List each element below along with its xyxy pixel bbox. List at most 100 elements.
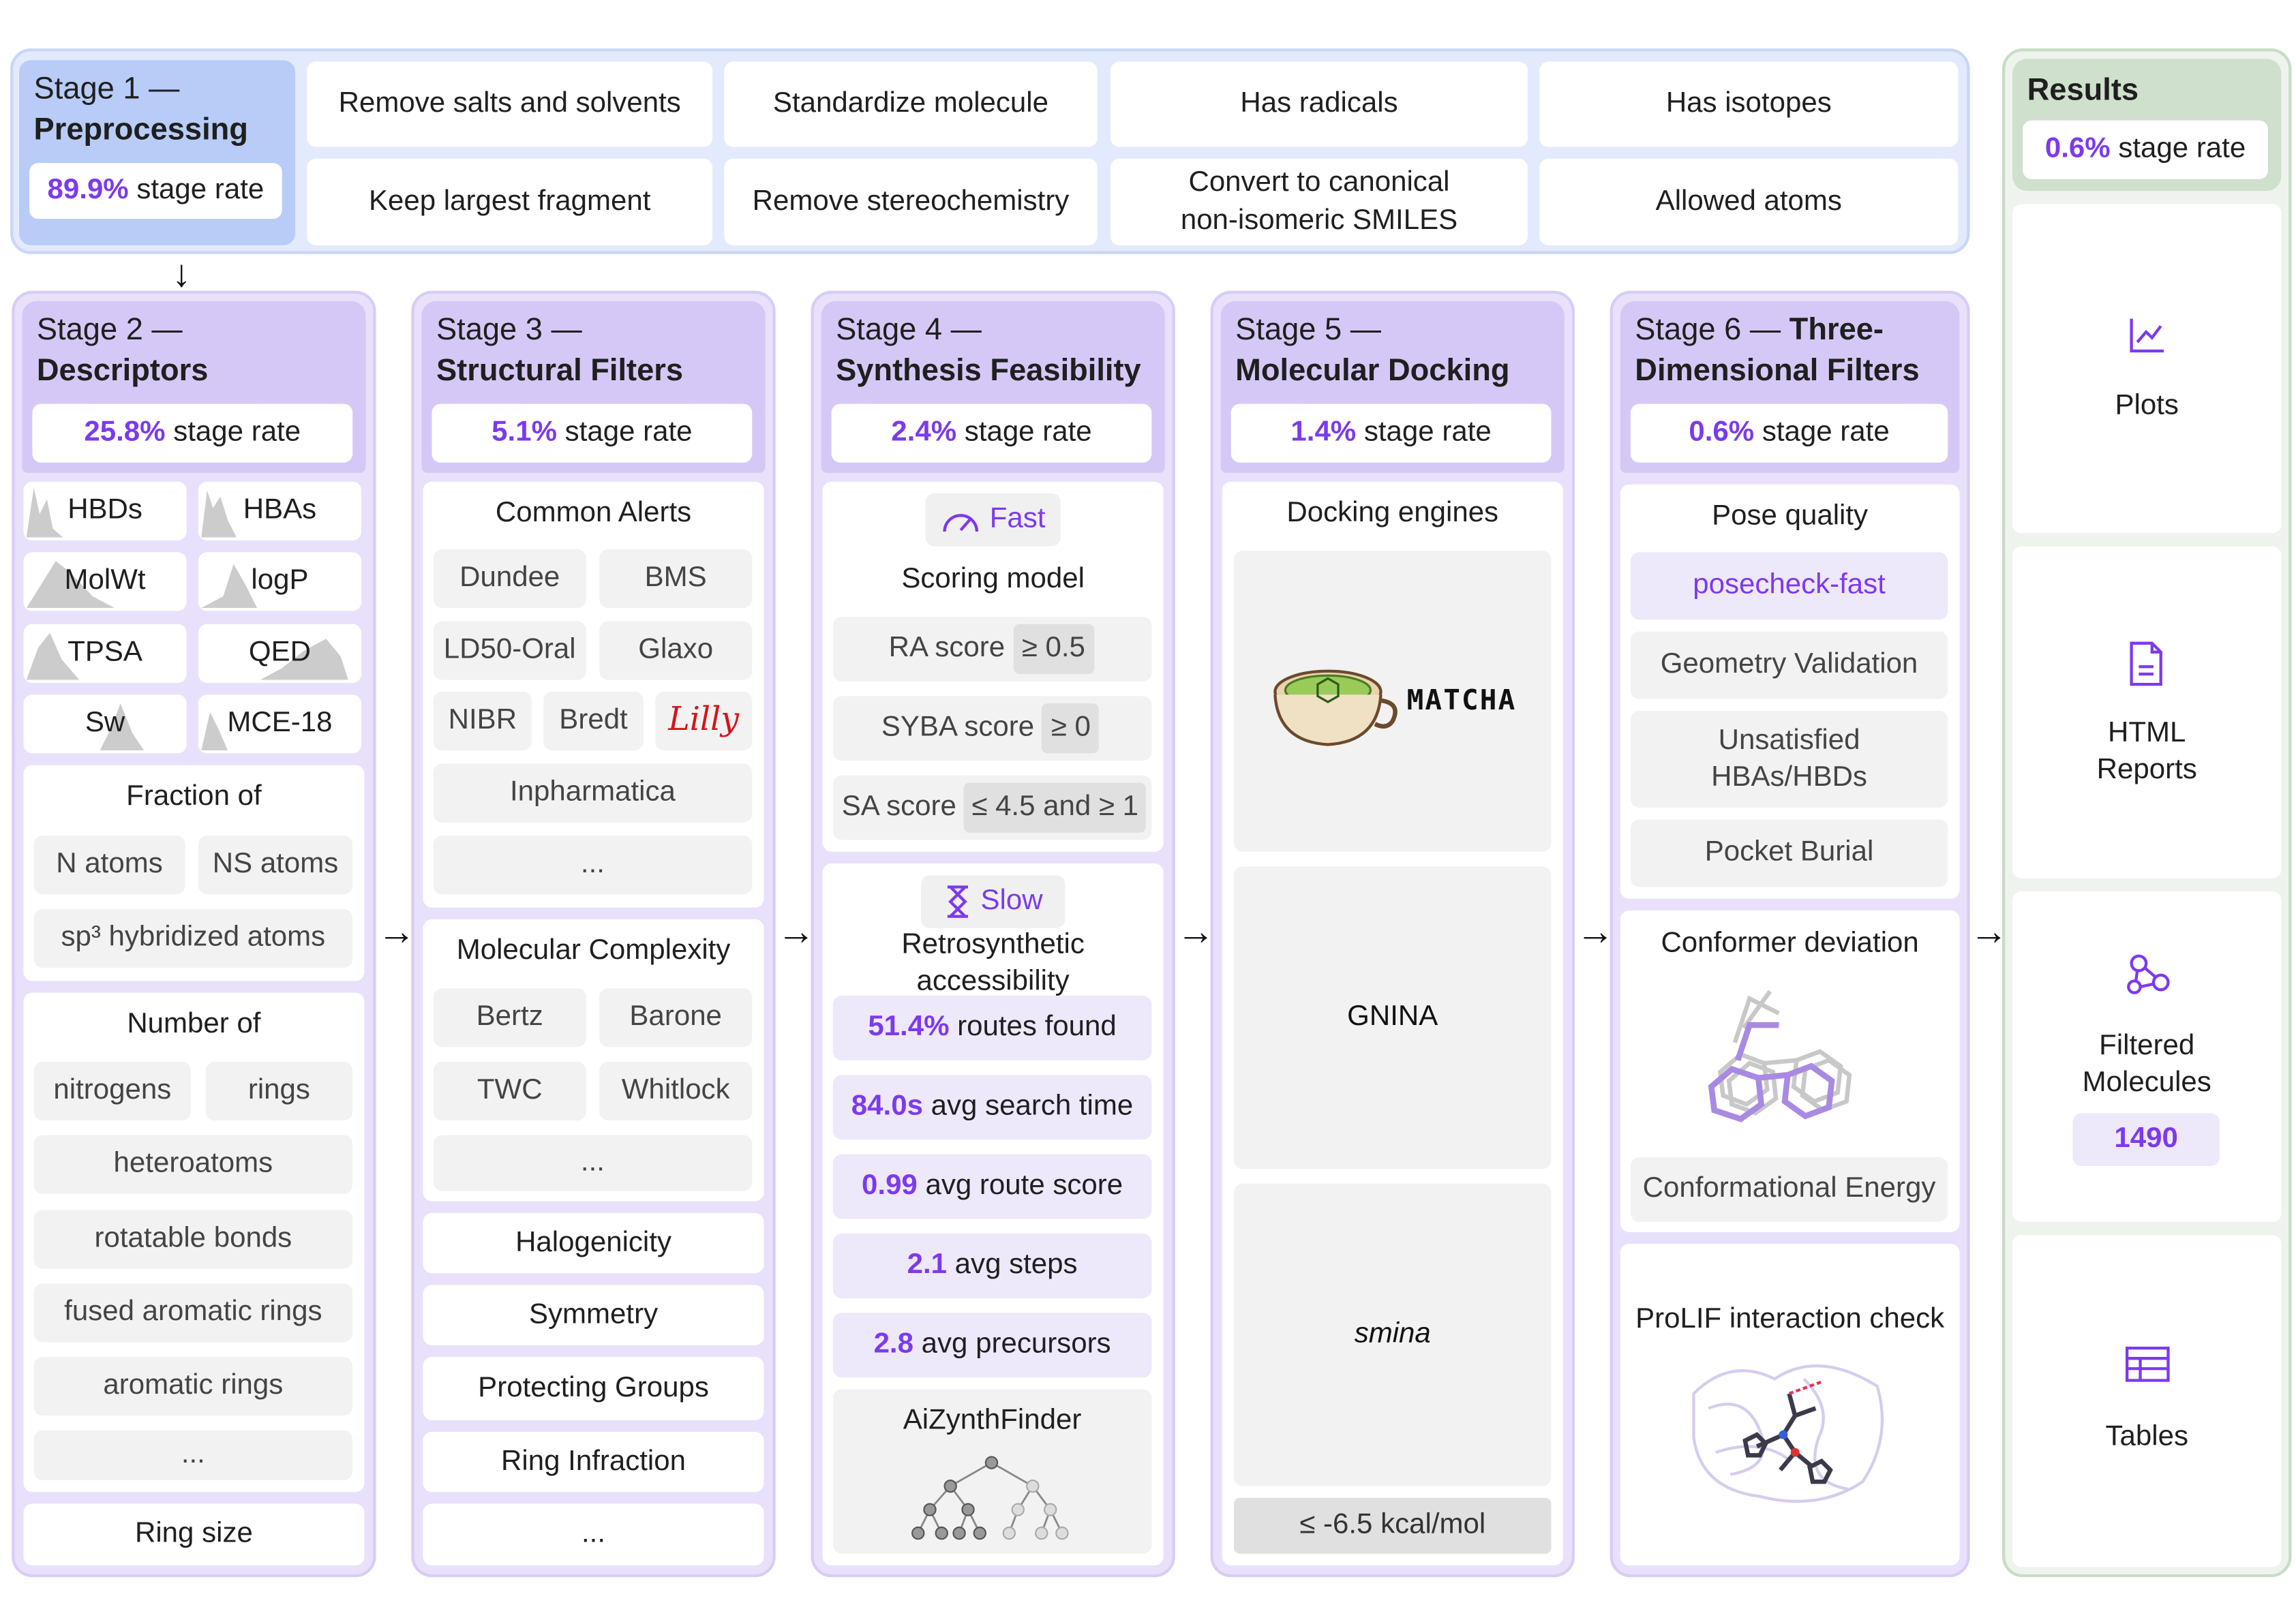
chart-icon	[2130, 318, 2164, 353]
pose-unsatisfied-hba-hbd: Unsatisfied HBAs/HBDs	[1630, 710, 1948, 808]
results-title: Results	[2027, 73, 2139, 108]
retro-group: Slow Retrosynthetic accessibility 51.4% …	[822, 863, 1164, 1566]
metric-routes-found: 51.4% routes found	[832, 995, 1152, 1060]
complexity-whitlock: Whitlock	[599, 1061, 753, 1121]
score-ra: RA score ≥ 0.5	[832, 617, 1152, 682]
alert-bms: BMS	[599, 549, 753, 609]
metric-search-time: 84.0s avg search time	[832, 1075, 1152, 1140]
alerts-title: Common Alerts	[495, 497, 692, 530]
speedometer-icon	[943, 514, 979, 532]
descriptor-sw: Sw	[23, 694, 187, 754]
pose-quality-group: Pose quality posecheck-fast Geometry Val…	[1620, 485, 1960, 899]
aizynthfinder-box: AiZynthFinder	[832, 1389, 1152, 1554]
stage4-title: Stage 4 —Synthesis Feasibility	[836, 312, 1141, 388]
stage3-header: Stage 3 —Structural Filters 5.1% stage r…	[421, 301, 766, 473]
score-sa: SA score ≤ 4.5 and ≥ 1	[832, 775, 1152, 840]
alert-bredt: Bredt	[543, 691, 644, 751]
results-rate: 0.6% stage rate	[2023, 120, 2269, 179]
complexity-bertz: Bertz	[433, 988, 586, 1047]
step-canonical-smiles: Convert to canonical non-isomeric SMILES	[1111, 158, 1528, 245]
results-card-plots[interactable]: Plots	[2012, 204, 2282, 534]
arrow-down-icon: ↓	[172, 251, 192, 296]
score-syba: SYBA score ≥ 0	[832, 696, 1152, 761]
arrow-right-icon: →	[377, 908, 416, 953]
aizynthfinder-label: AiZynthFinder	[903, 1404, 1082, 1437]
stage2-header: Stage 2 —Descriptors 25.8% stage rate	[22, 301, 366, 473]
descriptor-molwt: MolWt	[23, 552, 187, 611]
ring-size: Ring size	[23, 1503, 365, 1566]
step-remove-salts: Remove salts and solvents	[307, 61, 713, 147]
complexity-group: Molecular Complexity Bertz Barone TWC Wh…	[423, 919, 764, 1202]
results-card-filtered-molecules[interactable]: Filtered Molecules 1490	[2012, 891, 2282, 1222]
filter-halogenicity: Halogenicity	[423, 1212, 764, 1274]
pose-title: Pose quality	[1712, 500, 1869, 532]
number-aromatic-rings: aromatic rings	[33, 1357, 353, 1416]
prolif-title: ProLIF interaction check	[1635, 1303, 1945, 1336]
fraction-group: Fraction of N atoms NS atoms sp³ hybridi…	[23, 765, 365, 981]
histogram-icon	[100, 703, 145, 751]
conformer-overlay-icon	[1708, 990, 1852, 1122]
engine-gnina: GNINA	[1234, 866, 1552, 1169]
stage1-rate: 89.9% stage rate	[29, 163, 282, 219]
histogram-icon	[260, 639, 348, 680]
descriptor-tpsa: TPSA	[23, 624, 187, 683]
hourglass-icon	[948, 885, 969, 918]
fraction-n-atoms: N atoms	[33, 836, 185, 895]
histogram-icon	[26, 561, 115, 609]
metric-avg-precursors: 2.8 avg precursors	[832, 1313, 1152, 1378]
alert-ld50: LD50-Oral	[433, 621, 586, 680]
stage6-header: Stage 6 — Three-Dimensional Filters 0.6%…	[1620, 301, 1960, 473]
stage6-title: Stage 6 — Three-Dimensional Filters	[1635, 312, 1920, 388]
fraction-ns-atoms: NS atoms	[198, 836, 353, 895]
complexity-twc: TWC	[433, 1061, 586, 1121]
engine-smina: smina	[1234, 1183, 1552, 1486]
number-more: ...	[33, 1430, 353, 1481]
docking-threshold: ≤ -6.5 kcal/mol	[1234, 1497, 1552, 1554]
stage5-header: Stage 5 —Molecular Docking 1.4% stage ra…	[1220, 301, 1565, 473]
step-standardize: Standardize molecule	[724, 61, 1098, 147]
conformational-energy: Conformational Energy	[1630, 1157, 1948, 1222]
results-card-tables[interactable]: Tables	[2012, 1235, 2282, 1567]
number-fused-aromatic: fused aromatic rings	[33, 1283, 353, 1343]
filtered-molecules-label: Filtered Molecules	[2082, 1028, 2211, 1099]
pose-geometry-validation: Geometry Validation	[1630, 631, 1948, 699]
fraction-title: Fraction of	[126, 780, 262, 813]
molecule-icon	[2127, 954, 2170, 994]
protein-ligand-icon	[1692, 1364, 1884, 1503]
stage5-title: Stage 5 —Molecular Docking	[1235, 312, 1510, 388]
step-has-radicals: Has radicals	[1111, 61, 1528, 147]
results-card-html-reports[interactable]: HTML Reports	[2012, 546, 2282, 878]
stage6-rate: 0.6% stage rate	[1630, 403, 1948, 463]
descriptor-mce18: MCE-18	[198, 694, 362, 754]
histogram-icon	[201, 564, 258, 609]
fraction-sp3-atoms: sp³ hybridized atoms	[33, 908, 353, 968]
alert-more: ...	[433, 836, 753, 895]
histogram-icon	[26, 632, 80, 680]
descriptor-hbds: HBDs	[23, 481, 187, 540]
number-group: Number of nitrogens rings heteroatoms ro…	[23, 992, 365, 1493]
matcha-cup-icon	[1273, 669, 1398, 746]
filter-symmetry: Symmetry	[423, 1285, 764, 1345]
histogram-icon	[201, 490, 237, 538]
prolif-group: ProLIF interaction check	[1620, 1244, 1960, 1566]
alert-inpharmatica: Inpharmatica	[433, 763, 753, 823]
results-header: Results 0.6% stage rate	[2012, 59, 2282, 192]
complexity-barone: Barone	[599, 988, 753, 1047]
filter-protecting-groups: Protecting Groups	[423, 1357, 764, 1420]
number-heteroatoms: heteroatoms	[33, 1135, 353, 1194]
stage5-rate: 1.4% stage rate	[1230, 403, 1552, 463]
fast-badge: Fast	[925, 493, 1061, 547]
histogram-icon	[201, 712, 228, 751]
descriptor-logp: logP	[198, 552, 362, 611]
common-alerts-group: Common Alerts Dundee BMS LD50-Oral Glaxo…	[423, 481, 764, 908]
filter-ring-infraction: Ring Infraction	[423, 1431, 764, 1493]
histogram-icon	[26, 487, 63, 538]
step-largest-fragment: Keep largest fragment	[307, 158, 713, 245]
matcha-logo: MATCHA	[1406, 684, 1517, 717]
number-rotatable-bonds: rotatable bonds	[33, 1210, 353, 1269]
slow-badge: Slow	[921, 875, 1066, 928]
stage3-rate: 5.1% stage rate	[432, 403, 753, 463]
alert-nibr: NIBR	[433, 691, 532, 751]
docking-group: Docking engines MATCHA GNINA smina ≤ -6.…	[1222, 481, 1563, 1566]
filtered-molecules-count: 1490	[2072, 1113, 2220, 1166]
